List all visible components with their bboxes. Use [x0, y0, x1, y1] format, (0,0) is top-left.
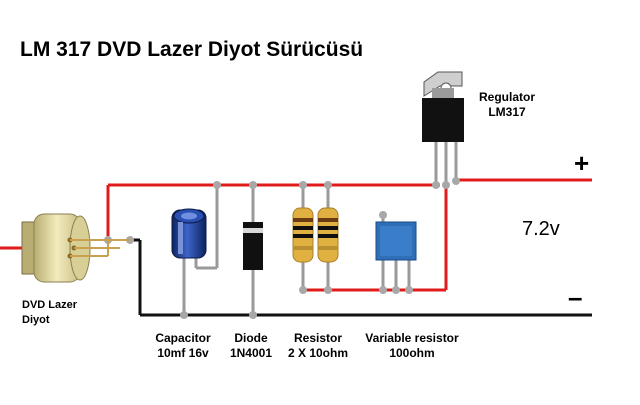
resistor-label-line2: 2 X 10ohm: [287, 346, 349, 360]
positive-terminal-sign: +: [574, 148, 590, 178]
regulator-label: Regulator LM317: [462, 90, 552, 120]
diode-label-line1: Diode: [234, 331, 268, 345]
variable-resistor-label-line1: Variable resistor: [365, 331, 459, 345]
laser-label: DVD Lazer Diyot: [22, 298, 92, 328]
capacitor-label: Capacitor 10mf 16v: [148, 331, 218, 361]
capacitor-label-line2: 10mf 16v: [157, 346, 209, 360]
diode-label-line2: 1N4001: [229, 346, 273, 360]
diagram-title: LM 317 DVD Lazer Diyot Sürücüsü: [20, 38, 364, 61]
capacitor-icon: [171, 208, 207, 259]
laser-label-line2: Diyot: [22, 314, 50, 326]
diode-label: Diode 1N4001: [218, 331, 284, 361]
variable-resistor-label-line2: 100ohm: [389, 346, 435, 360]
supply-voltage: 7.2v: [522, 218, 560, 240]
negative-terminal-sign: –: [568, 282, 583, 312]
regulator-label-line1: Regulator: [478, 90, 535, 104]
resistor-label-line1: Resistor: [293, 331, 343, 345]
regulator-icon: [422, 71, 464, 142]
diode-icon: [243, 222, 263, 270]
resistor-icon: [292, 207, 339, 263]
regulator-label-line2: LM317: [488, 105, 526, 119]
capacitor-label-line1: Capacitor: [155, 331, 211, 345]
laser-diode-icon: [21, 213, 130, 283]
laser-label-line1: DVD Lazer: [22, 299, 78, 311]
resistor-label: Resistor 2 X 10ohm: [280, 331, 356, 361]
junction-dots: [104, 177, 460, 319]
variable-resistor-icon: [375, 221, 417, 261]
variable-resistor-label: Variable resistor 100ohm: [356, 331, 468, 361]
